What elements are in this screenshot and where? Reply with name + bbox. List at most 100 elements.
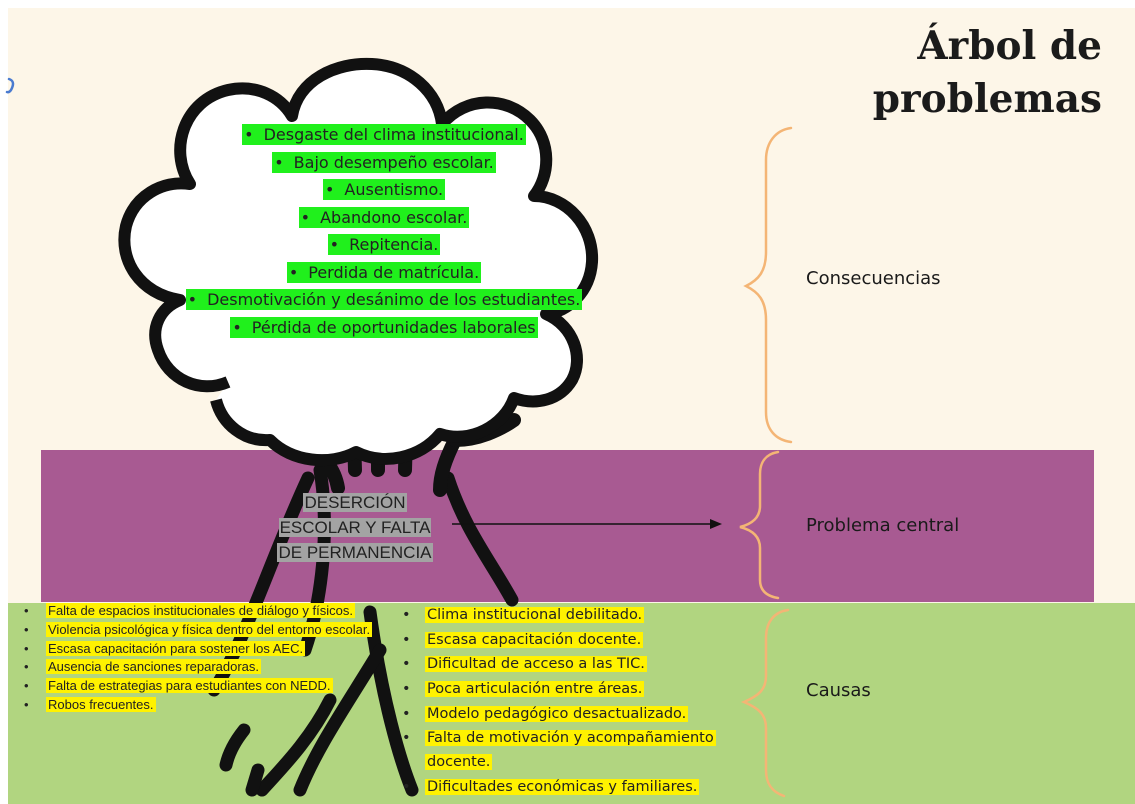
cause-item-right-text: Falta de motivación y acompañamiento doc… (427, 730, 714, 771)
consequence-item-text: Desmotivación y desánimo de los estudian… (207, 290, 581, 309)
central-problem-band (41, 450, 1094, 602)
consequence-item: • Pérdida de oportunidades laborales (180, 315, 588, 341)
consequence-item-text: Desgaste del clima institucional. (263, 125, 524, 144)
consequence-item-highlight: • Desgaste del clima institucional. (242, 124, 526, 145)
consequence-item-highlight: • Desmotivación y desánimo de los estudia… (185, 289, 583, 310)
cause-item-right-highlight: Modelo pedagógico desactualizado. (425, 705, 689, 722)
edge-mark-icon (5, 77, 15, 94)
consequence-item-text: Pérdida de oportunidades laborales (251, 317, 536, 337)
cause-item-right: • Clima institucional debilitado. (399, 603, 769, 627)
bullet-icon: • (324, 180, 335, 199)
cause-item-right: • Poca articulación entre áreas. (399, 677, 769, 701)
cause-item-left-highlight: Ausencia de sanciones reparadoras. (46, 659, 262, 675)
tree-roots (207, 463, 519, 797)
cause-item-right-text: Escasa capacitación docente. (427, 631, 642, 648)
bullet-icon: • (402, 656, 411, 673)
cause-item-right: • Falta de motivación y acompañamiento do… (399, 726, 769, 774)
consequence-item-text: Repitencia. (349, 235, 439, 254)
cause-item-right-highlight: Clima institucional debilitado. (425, 607, 645, 623)
cause-item-right-text: Clima institucional debilitado. (427, 607, 643, 623)
bullet-icon: • (24, 696, 29, 712)
bullet-icon: • (402, 705, 411, 722)
consequence-item-text: Abandono escolar. (320, 207, 468, 227)
consequence-item-highlight: • Abandono escolar. (298, 206, 470, 228)
cause-item-left-text: Violencia psicológica y física dentro de… (48, 621, 371, 637)
bullet-icon: • (187, 290, 198, 309)
bullet-icon: • (232, 317, 242, 337)
cause-item-left-highlight: Escasa capacitación para sostener los AE… (46, 640, 306, 656)
consequence-item: •Bajo desempeño escolar. (180, 150, 588, 176)
cause-item-right-highlight: Dificultad de acceso a las TIC. (425, 656, 647, 673)
consequence-item: • Desmotivación y desánimo de los estudia… (180, 287, 588, 313)
brace-problema-central (739, 450, 780, 600)
central-problem-line-1: DESERCIÓN (303, 493, 407, 512)
label-consecuencias: Consecuencias (806, 268, 941, 289)
brace-causas (740, 608, 790, 798)
cause-item-left-text: Escasa capacitación para sostener los AE… (48, 640, 304, 656)
consequence-item-highlight: • Ausentismo. (322, 179, 446, 200)
cause-item-right: • Escasa capacitación docente. (399, 628, 769, 652)
bullet-icon: • (402, 779, 411, 796)
consequence-item-text: Bajo desempeño escolar. (293, 152, 494, 172)
cause-item-left-text: Falta de espacios institucionales de diá… (48, 603, 353, 618)
cause-item-right: • Dificultad de acceso a las TIC. (399, 652, 769, 676)
cause-item-left-highlight: Falta de estrategias para estudiantes co… (46, 678, 333, 694)
cause-item-right-text: Modelo pedagógico desactualizado. (427, 705, 687, 722)
cause-item-left-text: Ausencia de sanciones reparadoras. (48, 659, 260, 675)
consequence-item: • Perdida de matrícula. (180, 260, 588, 286)
consequence-item: • Repitencia. (180, 232, 588, 258)
bullet-icon: • (288, 262, 299, 282)
consequences-list: •Desgaste del clima institucional.•Bajo … (180, 122, 588, 342)
title-line-1: Árbol de (917, 23, 1102, 69)
consequence-item-text: Ausentismo. (344, 180, 444, 199)
cause-item-right-text: Dificultad de acceso a las TIC. (427, 656, 645, 673)
consequence-item-highlight: • Pérdida de oportunidades laborales (230, 316, 538, 338)
cause-item-left: • Robos frecuentes. (20, 696, 380, 713)
cause-item-left-highlight: Robos frecuentes. (46, 696, 156, 712)
bullet-icon: • (24, 640, 29, 656)
bullet-icon: • (329, 235, 340, 254)
cause-item-right-text: Dificultades económicas y familiares. (427, 779, 698, 796)
cause-item-left-text: Falta de estrategias para estudiantes co… (48, 678, 331, 694)
central-problem-line-3: DE PERMANENCIA (277, 543, 433, 562)
cause-item-left: • Escasa capacitación para sostener los A… (20, 640, 380, 657)
consequence-item-highlight: •Bajo desempeño escolar. (272, 151, 496, 173)
label-causas: Causas (806, 680, 871, 701)
bullet-icon: • (300, 207, 311, 227)
cause-item-left: • Violencia psicológica y física dentro d… (20, 621, 380, 638)
title-line-2: problemas (872, 76, 1102, 122)
bullet-icon: • (402, 607, 411, 623)
consequence-item-highlight: • Perdida de matrícula. (286, 261, 482, 283)
label-problema-central: Problema central (806, 515, 960, 536)
cause-item-left-highlight: Violencia psicológica y física dentro de… (46, 621, 373, 637)
bullet-icon: • (244, 125, 254, 144)
cause-item-left: • Falta de estrategias para estudiantes c… (20, 678, 380, 694)
cause-item-left-highlight: Falta de espacios institucionales de diá… (46, 603, 355, 618)
consequence-item-text: Perdida de matrícula. (308, 262, 480, 282)
cause-item-right: • Modelo pedagógico desactualizado. (399, 702, 769, 726)
bullet-icon: • (402, 681, 411, 698)
cause-item-right-highlight: Dificultades económicas y familiares. (425, 779, 700, 796)
brace-consecuencias (743, 126, 793, 444)
bullet-icon: • (24, 678, 29, 694)
central-problem: DESERCIÓN ESCOLAR Y FALTA DE PERMANENCIA (259, 490, 451, 565)
causes-right-list: • Clima institucional debilitado. • Escasa … (399, 603, 769, 800)
cause-item-right-highlight: Escasa capacitación docente. (425, 631, 644, 648)
consequence-item: • Abandono escolar. (180, 205, 588, 231)
bullet-icon: • (24, 621, 29, 637)
bullet-icon: • (402, 730, 411, 747)
diagram-title: Árbol de problemas (802, 20, 1102, 126)
consequence-item: • Ausentismo. (180, 177, 588, 203)
cause-item-left: • Falta de espacios institucionales de di… (20, 603, 380, 619)
cause-item-right-highlight: Poca articulación entre áreas. (425, 681, 645, 698)
bullet-icon: • (402, 631, 411, 648)
consequence-item: • Desgaste del clima institucional. (180, 122, 588, 148)
cause-item-right-highlight: Falta de motivación y acompañamiento doc… (425, 730, 716, 771)
central-arrow (452, 519, 722, 529)
bullet-icon: • (24, 603, 29, 618)
cause-item-right-text: Poca articulación entre áreas. (427, 681, 643, 698)
cause-item-left-text: Robos frecuentes. (48, 696, 154, 712)
bullet-icon: • (24, 659, 29, 675)
cause-item-left: • Ausencia de sanciones reparadoras. (20, 659, 380, 675)
